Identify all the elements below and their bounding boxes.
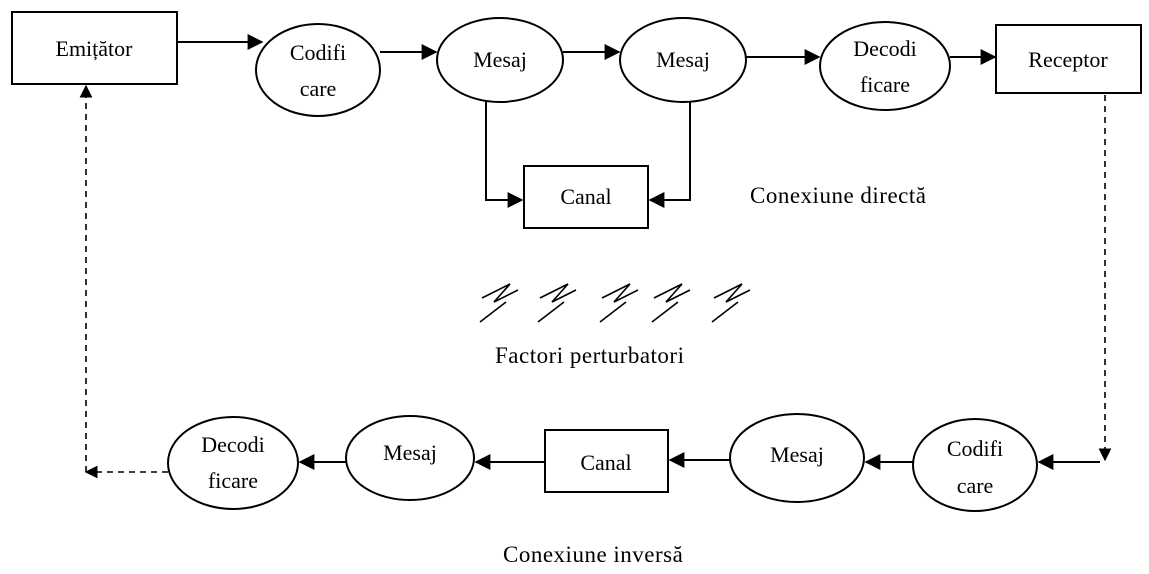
decodificare-top-ellipse bbox=[819, 21, 951, 111]
codificare-top-ellipse bbox=[255, 23, 381, 117]
canal-bottom-box bbox=[544, 429, 669, 493]
decodificare-top-line2: ficare bbox=[860, 72, 910, 97]
bolt-5 bbox=[711, 283, 751, 323]
codificare-top-line2: care bbox=[300, 76, 337, 101]
mesaj-bottom-2-label: Mesaj bbox=[770, 442, 824, 467]
mesaj-top-1-label: Mesaj bbox=[473, 47, 527, 72]
canal-top-box bbox=[523, 165, 649, 229]
label-conexiune-inversa: Conexiune inversă bbox=[503, 542, 683, 567]
bolt-2 bbox=[537, 283, 577, 323]
codificare-bottom-line1: Codifi bbox=[947, 436, 1003, 461]
canal-bottom-label: Canal bbox=[580, 450, 631, 475]
label-conexiune-directa: Conexiune directă bbox=[750, 183, 926, 208]
mesaj-top-2-ellipse bbox=[619, 17, 747, 103]
codificare-bottom-ellipse bbox=[912, 418, 1038, 512]
mesaj-bottom-2-ellipse bbox=[729, 413, 865, 503]
bolt-1 bbox=[479, 283, 519, 323]
emitator-box bbox=[11, 11, 178, 85]
canal-top-label: Canal bbox=[560, 184, 611, 209]
arrow-mesaj-canal bbox=[485, 101, 524, 208]
codificare-top-line1: Codifi bbox=[290, 40, 346, 65]
noise-bolts bbox=[479, 283, 751, 323]
decodificare-bottom-line1: Decodi bbox=[201, 432, 265, 457]
mesaj-top-1-ellipse bbox=[436, 17, 564, 103]
bolt-4 bbox=[651, 283, 691, 323]
mesaj-top-2-label: Mesaj bbox=[656, 47, 710, 72]
bolt-3 bbox=[599, 283, 639, 323]
mesaj-bottom-1-ellipse bbox=[345, 415, 475, 501]
decodificare-bottom-line2: ficare bbox=[208, 468, 258, 493]
decodificare-top-line1: Decodi bbox=[853, 36, 917, 61]
decodificare-bottom-ellipse bbox=[167, 416, 299, 510]
label-factori-perturbatori: Factori perturbatori bbox=[495, 343, 684, 368]
arrow-canal-mesaj bbox=[648, 101, 691, 208]
emitator-label: Emițător bbox=[56, 36, 134, 61]
codificare-bottom-line2: care bbox=[957, 473, 994, 498]
receptor-label: Receptor bbox=[1028, 47, 1108, 72]
mesaj-bottom-1-label: Mesaj bbox=[383, 440, 437, 465]
